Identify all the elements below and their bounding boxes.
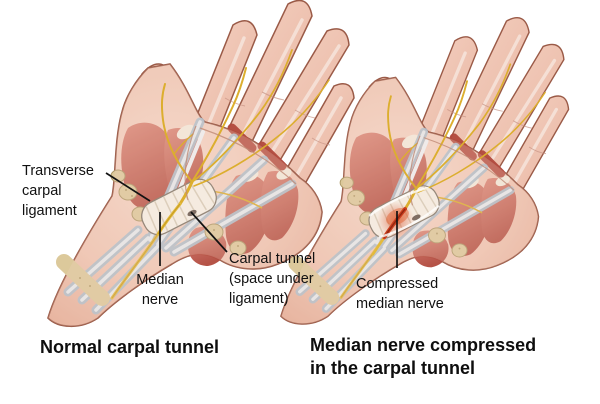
label-transverse-carpal-ligament: Transverse carpal ligament	[22, 163, 94, 219]
leader-lines	[105, 172, 398, 268]
carpal-tunnel-pointer-line	[190, 211, 228, 253]
caption-median-nerve-compressed: Median nerve compressed in the carpal tu…	[310, 335, 537, 378]
label-carpal-tunnel: Carpal tunnel (space under ligament)	[229, 251, 316, 307]
compressed-median-nerve-area	[368, 186, 440, 256]
caption-normal-carpal-tunnel: Normal carpal tunnel	[40, 337, 220, 357]
right-hand-illustration	[281, 18, 569, 324]
transverse-ligament-pointer-line	[105, 172, 151, 202]
label-compressed-median-nerve: Compressed median nerve	[356, 276, 444, 312]
label-median-nerve: Median nerve	[136, 272, 184, 308]
